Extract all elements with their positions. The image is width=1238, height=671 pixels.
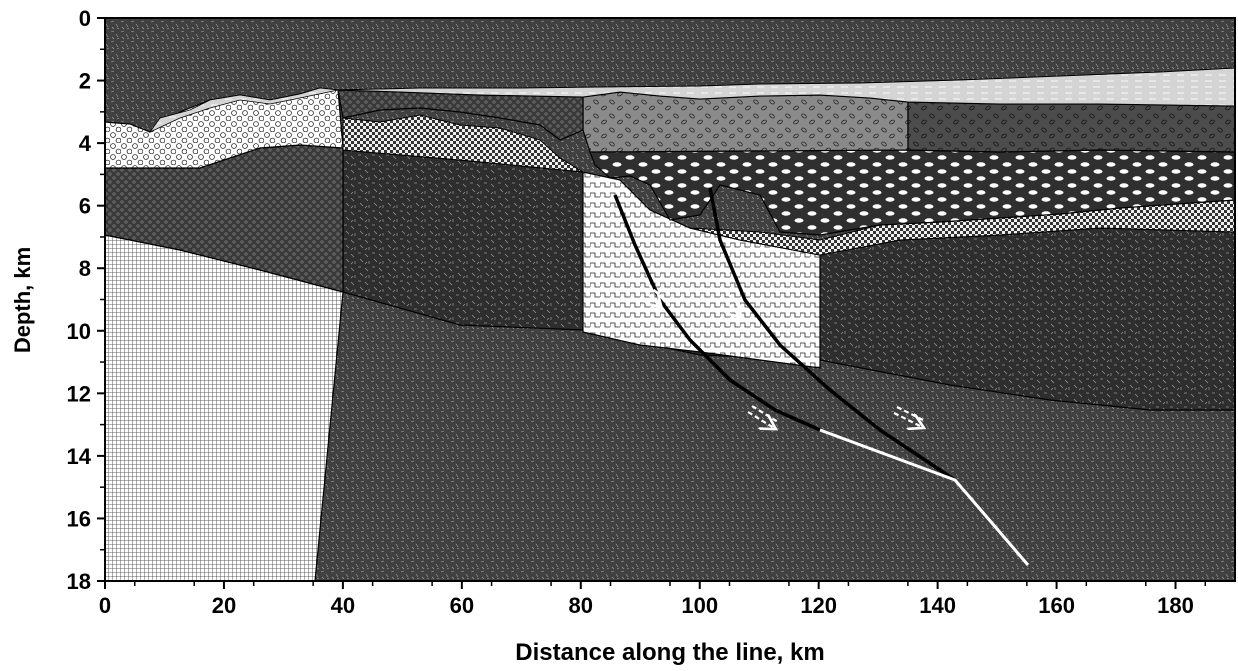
- x-tick-label: 180: [1157, 593, 1194, 618]
- x-tick-label: 80: [569, 593, 593, 618]
- unit-dark-east: [907, 101, 1235, 153]
- x-axis-label: Distance along the line, km: [515, 639, 824, 666]
- y-tick-label: 6: [79, 194, 91, 219]
- arrow-3: [747, 405, 779, 428]
- x-tick-label: 40: [331, 593, 355, 618]
- y-tick-label: 2: [79, 69, 91, 94]
- y-tick-label: 12: [67, 381, 91, 406]
- x-tick-label: 120: [800, 593, 837, 618]
- x-tick-label: 0: [99, 593, 111, 618]
- y-tick-label: 10: [67, 319, 91, 344]
- y-tick-label: 18: [67, 569, 91, 594]
- y-tick-label: 0: [79, 6, 91, 31]
- unit-check-west: [342, 114, 584, 173]
- unit-irregular: [582, 91, 909, 153]
- x-tick-label: 140: [919, 593, 956, 618]
- y-axis: 0 2 4 6 8 10 12 14 16 18: [67, 6, 105, 594]
- arrow-4: [893, 406, 925, 427]
- x-tick-label: 60: [450, 593, 474, 618]
- x-axis: 0 20 40 60 80 100 120 140 160 180: [99, 581, 1207, 618]
- fault-east: [708, 187, 956, 482]
- unit-crosshatch: [105, 234, 344, 581]
- fault-west: [613, 194, 821, 432]
- arrow-1: [641, 283, 667, 306]
- unit-water: [337, 67, 1235, 107]
- arrow-2: [721, 293, 747, 316]
- y-axis-label: Depth, km: [10, 247, 35, 353]
- y-tick-label: 8: [79, 256, 91, 281]
- y-tick-label: 16: [67, 506, 91, 531]
- fault-deep: [819, 428, 1030, 566]
- x-tick-label: 160: [1038, 593, 1075, 618]
- unit-water-west: [148, 87, 339, 134]
- x-tick-label: 20: [212, 593, 236, 618]
- y-tick-label: 14: [67, 444, 92, 469]
- y-tick-label: 4: [79, 131, 92, 156]
- x-tick-label: 100: [681, 593, 718, 618]
